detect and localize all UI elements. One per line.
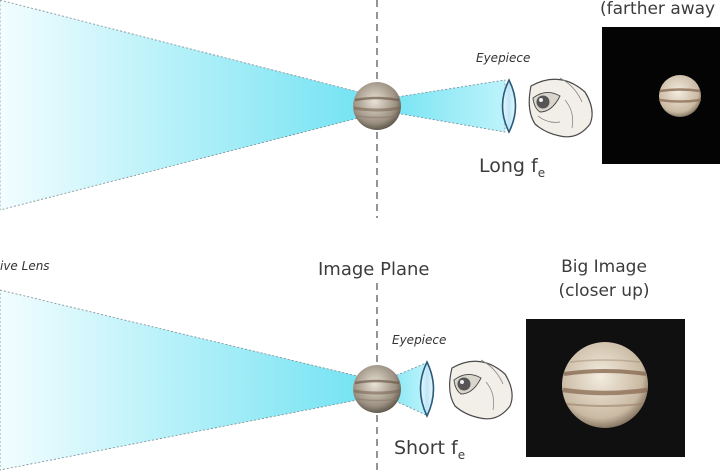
small-image-caption: (farther away — [600, 0, 716, 19]
jupiter-photo-big — [562, 342, 648, 428]
objective-beam-bottom — [0, 289, 379, 471]
big-image-caption-line1: Big Image — [561, 257, 647, 277]
focal-length-subscript: e — [457, 448, 466, 462]
focal-length-label-bottom: Short fe — [394, 437, 465, 462]
focal-length-prefix: Short f — [394, 437, 458, 459]
focal-length-label-top: Long fe — [479, 155, 545, 180]
jupiter-photo-small — [658, 75, 702, 117]
jupiter-icon — [353, 82, 401, 130]
eyepiece-label-top: Eyepiece — [476, 51, 531, 65]
lens-icon — [419, 360, 435, 418]
eye-icon — [528, 77, 593, 138]
jupiter-icon — [353, 365, 401, 413]
lens-icon — [501, 78, 517, 134]
eyepiece-label-bottom: Eyepiece — [392, 333, 447, 347]
objective-lens-label: ive Lens — [0, 259, 50, 273]
big-image-caption: Big Image (closer up) — [540, 255, 668, 303]
big-image-caption-line2: (closer up) — [558, 281, 650, 301]
image-plane-label: Image Plane — [318, 259, 430, 280]
focal-length-prefix: Long f — [479, 155, 538, 177]
eye-icon — [449, 359, 513, 420]
focal-length-subscript: e — [537, 166, 546, 180]
objective-beam-top — [0, 0, 379, 211]
